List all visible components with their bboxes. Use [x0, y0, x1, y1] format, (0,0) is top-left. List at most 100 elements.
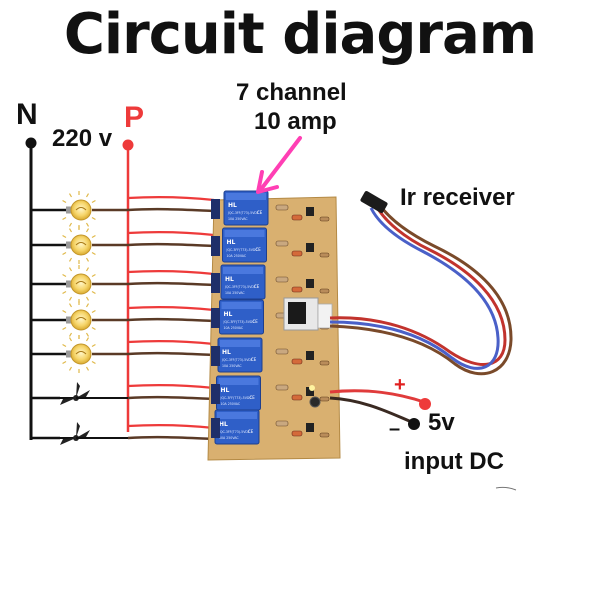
relay-model: JQC-3FF(T73)-5VDC: [224, 285, 257, 289]
glow-ray: [62, 273, 67, 278]
terminal-block: [211, 384, 220, 404]
relay-brand: HL: [227, 239, 236, 246]
bulb-base: [66, 280, 73, 288]
relay-model: JQC-3FF(T73)-5VDC: [220, 396, 253, 400]
terminal-block: [211, 199, 220, 219]
glow-ray: [85, 267, 90, 272]
glow-ray: [85, 366, 90, 371]
resistor: [319, 360, 330, 366]
board-label-line2: 10 amp: [254, 108, 337, 135]
relay-model: JQC-3FF(T73)-5VDC: [218, 430, 251, 434]
bulb-load: [31, 191, 215, 229]
load-wire: [127, 281, 215, 287]
relay-rating: 10A 250VAC: [225, 291, 245, 295]
neutral-bus: [25, 137, 37, 440]
dc-minus-label: –: [389, 418, 401, 440]
transistor: [306, 207, 314, 216]
load-rows: [31, 191, 215, 445]
decorative-mark: [495, 486, 517, 491]
relay-model: JQC-3FF(T73)-5VDC: [223, 320, 256, 324]
glow-ray: [68, 337, 73, 342]
terminal-block: [211, 346, 220, 366]
transistor: [306, 279, 314, 288]
led: [309, 385, 315, 391]
load-wire: [127, 351, 215, 357]
glow-ray: [62, 326, 67, 331]
relay-mark: CE: [248, 429, 254, 434]
glow-ray: [91, 251, 96, 256]
glow-ray: [68, 296, 73, 301]
bulb-base: [66, 241, 73, 249]
dc-input-label: input DC: [404, 448, 504, 475]
relay-mark: CE: [254, 284, 260, 289]
glow-ray: [68, 366, 73, 371]
bulb-base: [66, 316, 73, 324]
phase-wire: [127, 384, 215, 390]
page-title: Circuit diagram: [63, 2, 537, 67]
ir-header: [317, 303, 333, 329]
relay-brand: HL: [221, 387, 230, 394]
resistor: [319, 396, 330, 402]
arrow-icon: [256, 136, 302, 194]
capacitor: [309, 396, 321, 408]
relay-mark: CE: [251, 357, 257, 362]
bulb-icon: [70, 309, 92, 331]
glow-ray: [85, 332, 90, 337]
fan-load: [31, 382, 215, 405]
bulb-base: [66, 206, 73, 214]
glow-ray: [62, 343, 67, 348]
board-label-line1: 7 channel: [236, 79, 347, 106]
glow-ray: [68, 267, 73, 272]
fan-blade: [76, 430, 90, 438]
glow-ray: [85, 296, 90, 301]
glow-ray: [91, 360, 96, 365]
transistor: [306, 351, 314, 360]
relay-mark: CE: [256, 247, 262, 252]
relay-model: JQC-3FF(T73)-5VDC: [226, 248, 259, 252]
ir-receiver-label: Ir receiver: [400, 184, 515, 211]
terminal-block: [211, 418, 220, 438]
bulb-load: [31, 335, 215, 373]
glow-ray: [68, 303, 73, 308]
terminal-block: [211, 236, 220, 256]
dc-minus-terminal: [408, 418, 420, 430]
neutral-label: N: [16, 98, 38, 131]
transistor: [306, 423, 314, 432]
phase-wire: [127, 340, 215, 346]
relay-mark: CE: [253, 319, 259, 324]
bulb-base: [66, 350, 73, 358]
load-wire: [127, 317, 215, 323]
glow-ray: [62, 234, 67, 239]
glow-ray: [85, 222, 90, 227]
relay-model: JQC-3FF(T73)-5VDC: [221, 358, 254, 362]
fan-blade: [76, 390, 90, 398]
glow-ray: [68, 228, 73, 233]
dc-voltage-label: 5v: [428, 409, 455, 436]
fan-blade: [76, 422, 80, 438]
voltage-label: 220 v: [52, 125, 113, 152]
resistor: [319, 432, 330, 438]
glow-ray: [62, 216, 67, 221]
relay-brand: HL: [222, 349, 231, 356]
glow-ray: [68, 332, 73, 337]
fan-blade: [76, 382, 80, 398]
relay-brand: HL: [219, 421, 228, 428]
relay-brand: HL: [225, 276, 234, 283]
fan-blade: [60, 438, 76, 445]
relay-brand: HL: [228, 202, 237, 209]
glow-ray: [91, 199, 96, 204]
relay-rating: 10A 250VAC: [222, 364, 242, 368]
bulb-load: [31, 265, 215, 303]
ir-receiver: [329, 191, 513, 376]
relay-mark: CE: [250, 395, 256, 400]
terminal-block: [211, 308, 220, 328]
glow-ray: [85, 303, 90, 308]
glow-ray: [62, 309, 67, 314]
glow-ray: [62, 360, 67, 365]
resistor: [319, 288, 330, 294]
phase-wire: [127, 270, 215, 276]
